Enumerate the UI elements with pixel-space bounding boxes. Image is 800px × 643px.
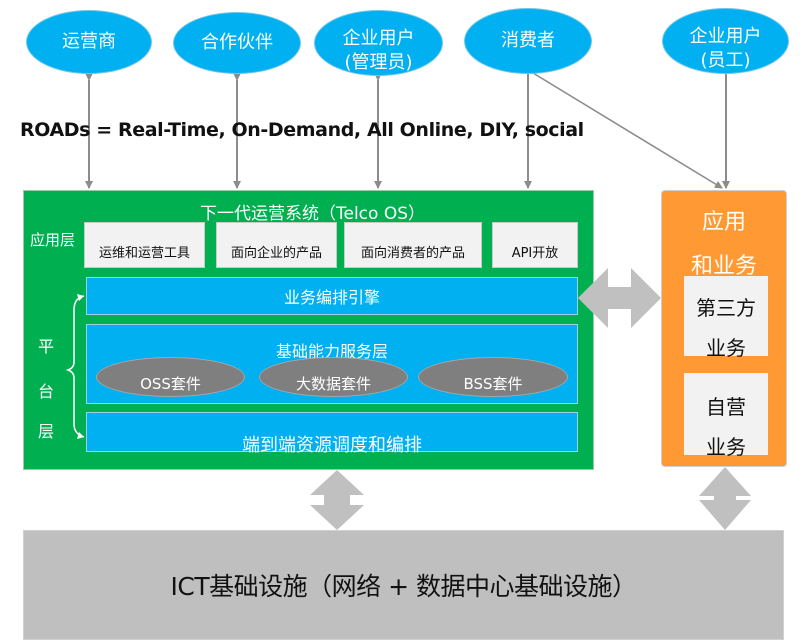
suite-label: 大数据套件 <box>295 375 371 393</box>
e2e-resource-orchestration: 端到端资源调度和编排 <box>86 412 578 456</box>
apps-services-title-line: 和业务 <box>690 254 757 279</box>
actor-sublabel: (管理员) <box>344 52 413 73</box>
oss-suite: OSS套件 <box>96 357 245 397</box>
platform-layer-char: 台 <box>38 382 55 401</box>
suite-label: OSS套件 <box>140 375 201 393</box>
ict-infrastructure: ICT基础设施（网络 + 数据中心基础设施） <box>23 530 784 640</box>
ict-infrastructure-label: ICT基础设施（网络 + 数据中心基础设施） <box>170 572 637 601</box>
actor-operator: 运营商 <box>26 10 152 74</box>
e2e-resource-label: 端到端资源调度和编排 <box>242 435 422 456</box>
orchestration-engine-label: 业务编排引擎 <box>283 288 380 307</box>
actor-label: 企业用户 <box>689 26 762 47</box>
arrow-consumer-to-apps <box>524 65 723 189</box>
self-operated-line: 业务 <box>706 435 746 459</box>
app-box-api-open: API开放 <box>492 222 578 268</box>
app-box-ops-tools: 运维和运营工具 <box>84 222 205 268</box>
big-data-suite: 大数据套件 <box>259 357 408 397</box>
app-box-label: 面向企业的产品 <box>230 246 322 261</box>
actor-label: 运营商 <box>62 31 116 52</box>
third-party-line: 第三方 <box>696 296 756 320</box>
app-box-label: 运维和运营工具 <box>98 246 190 261</box>
platform-layer-char: 层 <box>38 422 55 441</box>
actor-enterprise-admin: 企业用户 (管理员) <box>314 10 443 76</box>
capability-layer-title: 基础能力服务层 <box>275 342 388 361</box>
self-operated-line: 自营 <box>706 395 746 419</box>
platform-layer-char: 平 <box>38 337 55 356</box>
third-party-line: 业务 <box>706 336 746 360</box>
app-box-label: 面向消费者的产品 <box>360 246 465 261</box>
app-box-label: API开放 <box>511 246 559 261</box>
telco-os-title: 下一代运营系统（Telco OS） <box>200 204 426 224</box>
actor-consumer: 消费者 <box>464 8 592 74</box>
self-operated-services: 自营 业务 <box>684 373 768 459</box>
app-box-enterprise-products: 面向企业的产品 <box>216 222 337 268</box>
actor-label: 合作伙伴 <box>201 32 273 53</box>
actor-label: 消费者 <box>501 30 555 51</box>
actor-label: 企业用户 <box>342 28 415 49</box>
roads-definition: ROADs = Real-Time, On-Demand, All Online… <box>20 119 584 141</box>
third-party-services: 第三方 业务 <box>684 276 768 360</box>
orchestration-engine: 业务编排引擎 <box>86 277 578 315</box>
actor-sublabel: (员工) <box>700 50 751 71</box>
app-box-consumer-products: 面向消费者的产品 <box>344 222 482 268</box>
actor-partner: 合作伙伴 <box>173 12 301 74</box>
bss-suite: BSS套件 <box>418 357 568 397</box>
suite-label: BSS套件 <box>463 375 523 393</box>
apps-services-title-line: 应用 <box>701 210 746 235</box>
app-layer-label: 应用层 <box>30 231 76 249</box>
actor-enterprise-staff: 企业用户 (员工) <box>662 8 789 74</box>
